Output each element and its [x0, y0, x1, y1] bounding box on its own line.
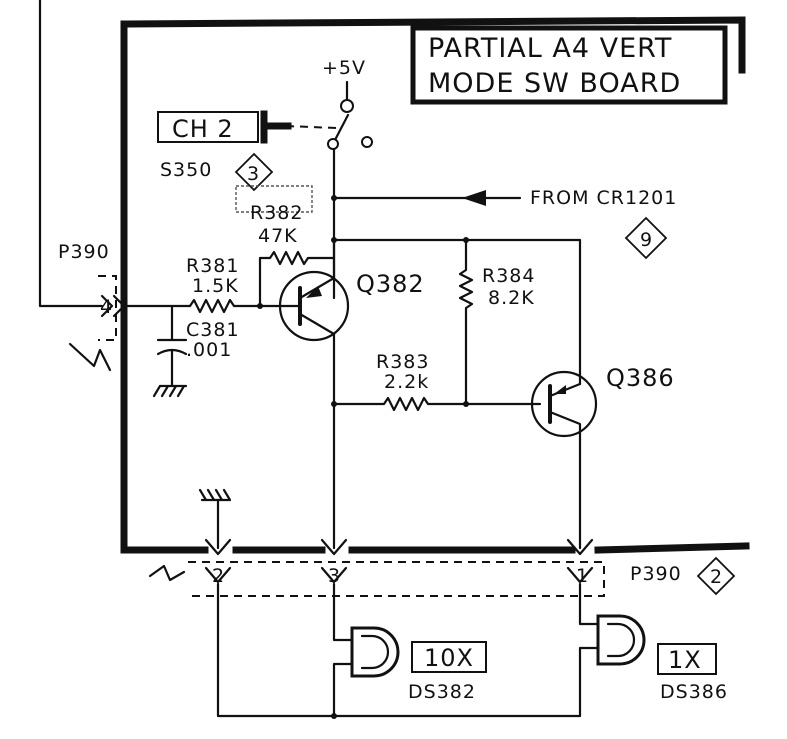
p390-bottom-bracket [188, 561, 605, 597]
junction [463, 401, 469, 407]
switch-mechanical-link [285, 125, 337, 129]
board-title-box: PARTIAL A4 VERT MODE SW BOARD [410, 25, 728, 105]
external-wire-left [38, 0, 104, 308]
switch-arm [333, 113, 350, 142]
from-cr1201-number: 9 [640, 229, 653, 251]
p390-pin4-bracket [98, 275, 117, 341]
q382-transistor [278, 238, 350, 406]
p390-pin2-number: 2 [212, 565, 225, 587]
from-cr1201-diamond [624, 216, 668, 260]
ground-icon [198, 488, 232, 502]
switch-contact-top [340, 99, 354, 113]
ground-icon [152, 384, 188, 398]
c381-value: .001 [186, 339, 232, 361]
r383-value: 2.2k [384, 371, 429, 393]
r382-resistor [258, 250, 336, 307]
r384-resistor [458, 238, 474, 406]
junction [331, 713, 337, 719]
board-title-line2: MODE SW BOARD [428, 68, 681, 99]
ds382-lamp-filament [360, 634, 390, 670]
ch2-plunger [260, 110, 292, 144]
ch2-button-label: CH 2 [172, 115, 234, 143]
lamp-return-wire [216, 582, 582, 718]
p390-bottom-chevrons [204, 538, 594, 584]
ds386-feed-bottom [578, 646, 600, 666]
ch2-button [157, 111, 259, 143]
q386-label: Q386 [606, 364, 675, 392]
r382-ref: R382 [250, 202, 303, 224]
q386-transistor [530, 370, 598, 550]
r382-label-box [235, 185, 313, 213]
ds382-lamp-icon [350, 626, 400, 678]
ds382-feed-bottom [332, 662, 354, 718]
switch-contact-common [327, 138, 339, 150]
p390-pin4-chevron [100, 294, 114, 318]
p390-top-label: P390 [58, 241, 110, 263]
board-outline [120, 16, 750, 554]
r381-resistor [122, 298, 284, 314]
from-cr1201-arrow [462, 190, 486, 206]
ds386-feed-top [578, 582, 600, 626]
top-rail [332, 238, 582, 386]
ds386-label-box [657, 643, 717, 675]
ds386-lamp-filament [606, 622, 636, 658]
r383-ref: R383 [376, 351, 429, 373]
p390-pin1-number: 1 [576, 565, 589, 587]
p390-break-mark [68, 342, 112, 372]
q382-label: Q382 [356, 270, 425, 298]
r384-ref: R384 [482, 265, 535, 287]
switch-ref: S350 [160, 159, 212, 181]
switch-ref-diamond [234, 152, 274, 192]
ds382-label-box [411, 641, 487, 673]
switch-contact-right [361, 136, 373, 148]
ds382-feed-top [332, 582, 354, 642]
junction [331, 195, 337, 201]
junction [257, 303, 263, 309]
p390-pin3-number: 3 [328, 565, 341, 587]
switch-ref-number: 3 [247, 163, 260, 185]
r383-resistor [332, 396, 542, 412]
p390-pin4-number: 4 [100, 296, 113, 318]
ds382-text: 10X [424, 644, 474, 672]
r381-ref: R381 [186, 255, 239, 277]
p390-bottom-break-mark [148, 564, 186, 582]
ds386-ref: DS386 [660, 681, 728, 703]
p390-bottom-label: P390 [630, 563, 682, 585]
supply-label: +5V [322, 57, 366, 79]
p390-bottom-diamond [696, 556, 736, 596]
p390-bottom-number: 2 [710, 566, 723, 588]
ds386-text: 1X [668, 646, 702, 674]
ds382-ref: DS382 [408, 681, 476, 703]
r384-value: 8.2K [488, 287, 535, 309]
ds386-lamp-icon [596, 614, 646, 666]
c381-ref: C381 [186, 319, 240, 341]
board-title-line1: PARTIAL A4 VERT [428, 33, 672, 64]
r381-value: 1.5K [192, 275, 239, 297]
from-cr1201-label: FROM CR1201 [530, 187, 677, 209]
r382-value: 47K [258, 225, 298, 247]
